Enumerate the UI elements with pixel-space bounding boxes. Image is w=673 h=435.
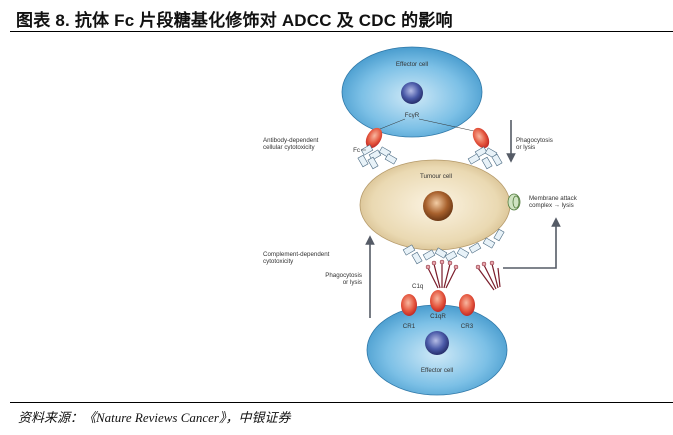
mac-label-line2: complex → lysis [529, 202, 574, 209]
tumour-cell: Tumour cell [359, 159, 511, 251]
bottom-effector-label: Effector cell [421, 367, 453, 374]
cdc-label-line2: cytotoxicity [263, 258, 294, 265]
fc-label: Fc [353, 147, 360, 154]
adcc-label-line2: cellular cytotoxicity [263, 144, 315, 151]
arrow-mac-lysis [503, 217, 561, 269]
phago-top-label-line2: or lysis [516, 144, 535, 151]
source-divider [10, 402, 673, 403]
top-effector-nucleus [401, 82, 423, 104]
c1qr-label: C1qR [430, 313, 446, 320]
top-effector-cell: Effector cell FcγR [341, 46, 483, 138]
fcgr-receptor-left [365, 127, 383, 149]
mac-label-line1: Membrane attack [529, 195, 578, 202]
top-effector-label: Effector cell [396, 61, 428, 68]
c1qr-receptor [430, 290, 446, 312]
title-divider [10, 31, 673, 32]
cr1-label: CR1 [403, 323, 416, 330]
c1q-complex-free [475, 260, 501, 291]
bottom-effector-cell: Effector cell [366, 304, 508, 396]
cr3-receptor [459, 294, 475, 316]
figure-title: 图表 8. 抗体 Fc 片段糖基化修饰对 ADCC 及 CDC 的影响 [16, 11, 453, 30]
c1q-complex [425, 259, 459, 289]
bottom-effector-nucleus [425, 331, 449, 355]
phago-top-label-line1: Phagocytosis [516, 137, 553, 144]
fcgr-receptor-right [472, 127, 490, 149]
fcgr-label: FcγR [405, 112, 420, 119]
antibody-group-bottom [402, 228, 505, 265]
cr3-label: CR3 [461, 323, 474, 330]
cdc-label-line1: Complement-dependent [263, 251, 330, 258]
tumour-nucleus [423, 191, 453, 221]
membrane-attack-complex-icon [507, 193, 521, 211]
cr1-receptor [401, 294, 417, 316]
c1q-label: C1q [412, 283, 424, 290]
phago-bottom-label-line2: or lysis [343, 279, 362, 286]
antibody-group-top [357, 144, 503, 170]
phago-bottom-label-line1: Phagocytosis [325, 272, 362, 279]
figure-source: 资料来源：《Nature Reviews Cancer》，中银证券 [18, 410, 291, 425]
tumour-cell-label: Tumour cell [420, 173, 452, 180]
adcc-label-line1: Antibody-dependent [263, 137, 319, 144]
